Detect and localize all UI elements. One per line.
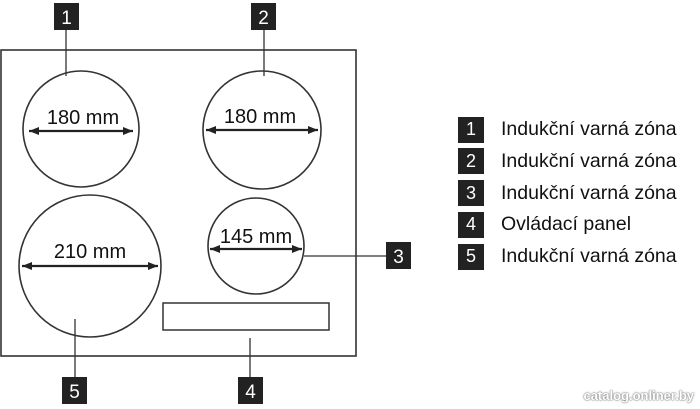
zone-3-number: 3 bbox=[393, 247, 404, 268]
legend: 1 Indukční varná zóna 2 Indukční varná z… bbox=[458, 114, 700, 273]
legend-label-3: Indukční varná zóna bbox=[501, 181, 677, 204]
zone-3-diameter-label: 145 mm bbox=[220, 226, 292, 248]
zone-2-circle bbox=[202, 70, 322, 190]
zone-2-marker: 2 bbox=[251, 3, 276, 30]
zone-5-marker: 5 bbox=[62, 377, 87, 404]
control-panel: 4 bbox=[162, 302, 330, 404]
legend-number-3: 3 bbox=[458, 180, 484, 207]
hob-outline bbox=[0, 49, 357, 357]
cooking-zone-5: 210 mm 5 bbox=[18, 194, 162, 404]
legend-label-1: Indukční varná zóna bbox=[501, 118, 677, 140]
legend-item-4: 4 Ovládací panel bbox=[458, 209, 700, 240]
zone-2-diameter-label: 180 mm bbox=[224, 106, 296, 128]
zone-5-diameter-label: 210 mm bbox=[54, 241, 126, 263]
zone-4-number: 4 bbox=[245, 382, 256, 403]
zone-3-circle bbox=[207, 197, 305, 295]
zone-1-diameter-label: 180 mm bbox=[47, 107, 119, 129]
legend-label-2: Indukční varná zóna bbox=[501, 149, 677, 172]
control-panel-rect bbox=[162, 302, 330, 331]
legend-item-3: 3 Indukční varná zóna bbox=[458, 178, 700, 209]
zone-1-circle bbox=[22, 70, 140, 188]
legend-item-5: 5 Indukční varná zóna bbox=[458, 241, 700, 272]
watermark: catalog.onliner.by bbox=[583, 388, 694, 403]
legend-number-2: 2 bbox=[458, 148, 484, 175]
cooking-zone-1: 180 mm 1 bbox=[22, 3, 140, 188]
legend-item-2: 2 Indukční varná zóna bbox=[458, 146, 700, 177]
zone-1-marker: 1 bbox=[54, 3, 79, 30]
zone-5-circle bbox=[18, 194, 162, 338]
zone-3-marker: 3 bbox=[386, 242, 411, 269]
legend-item-1: 1 Indukční varná zóna bbox=[458, 114, 700, 145]
legend-number-5: 5 bbox=[458, 243, 484, 270]
cooking-zone-2: 180 mm 2 bbox=[202, 3, 322, 190]
cooking-zone-3: 145 mm 3 bbox=[207, 197, 411, 295]
zone-1-number: 1 bbox=[61, 8, 72, 29]
zone-5-number: 5 bbox=[69, 382, 80, 403]
zone-2-number: 2 bbox=[258, 8, 269, 29]
legend-number-1: 1 bbox=[458, 116, 484, 143]
legend-label-4: Ovládací panel bbox=[501, 213, 632, 236]
legend-label-5: Indukční varná zóna bbox=[501, 245, 677, 268]
legend-number-4: 4 bbox=[458, 211, 484, 238]
zone-4-marker: 4 bbox=[238, 377, 263, 404]
